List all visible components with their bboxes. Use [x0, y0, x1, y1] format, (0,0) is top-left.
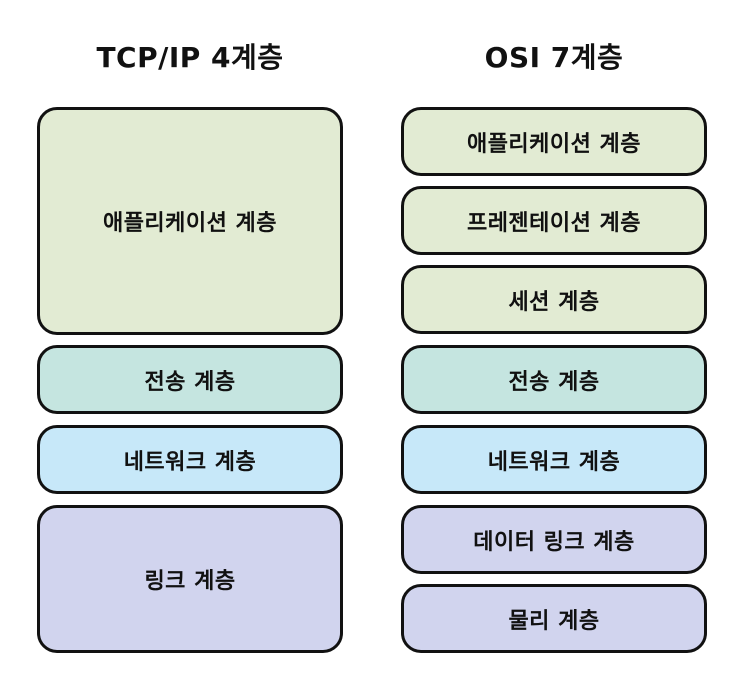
- osi-presentation-layer: 프레젠테이션 계층: [401, 186, 707, 255]
- layer-label: 프레젠테이션 계층: [466, 210, 642, 236]
- tcp-ip-title: TCP/IP 4계층: [96, 41, 284, 74]
- layer-label: 물리 계층: [508, 608, 600, 634]
- osi-session-layer: 세션 계층: [401, 265, 707, 334]
- tcp-link-layer: 링크 계층: [37, 505, 343, 653]
- layer-label: 세션 계층: [508, 289, 600, 315]
- osi-application-layer: 애플리케이션 계층: [401, 107, 707, 176]
- tcp-transport-layer: 전송 계층: [37, 345, 343, 414]
- layer-label: 네트워크 계층: [487, 449, 621, 475]
- layer-label: 링크 계층: [144, 569, 236, 594]
- layer-label: 애플리케이션 계층: [466, 131, 642, 157]
- osi-transport-layer: 전송 계층: [401, 345, 707, 414]
- osi-data-link-layer: 데이터 링크 계층: [401, 505, 707, 574]
- tcp-application-layer: 애플리케이션 계층: [37, 107, 343, 335]
- tcp-network-layer: 네트워크 계층: [37, 425, 343, 494]
- layer-label: 데이터 링크 계층: [473, 529, 635, 555]
- layer-label: 전송 계층: [508, 369, 600, 395]
- osi-physical-layer: 물리 계층: [401, 584, 707, 653]
- layer-label: 애플리케이션 계층: [102, 211, 278, 236]
- osi-network-layer: 네트워크 계층: [401, 425, 707, 494]
- layer-label: 전송 계층: [144, 369, 236, 395]
- layer-label: 네트워크 계층: [123, 449, 257, 475]
- osi-title: OSI 7계층: [484, 41, 624, 74]
